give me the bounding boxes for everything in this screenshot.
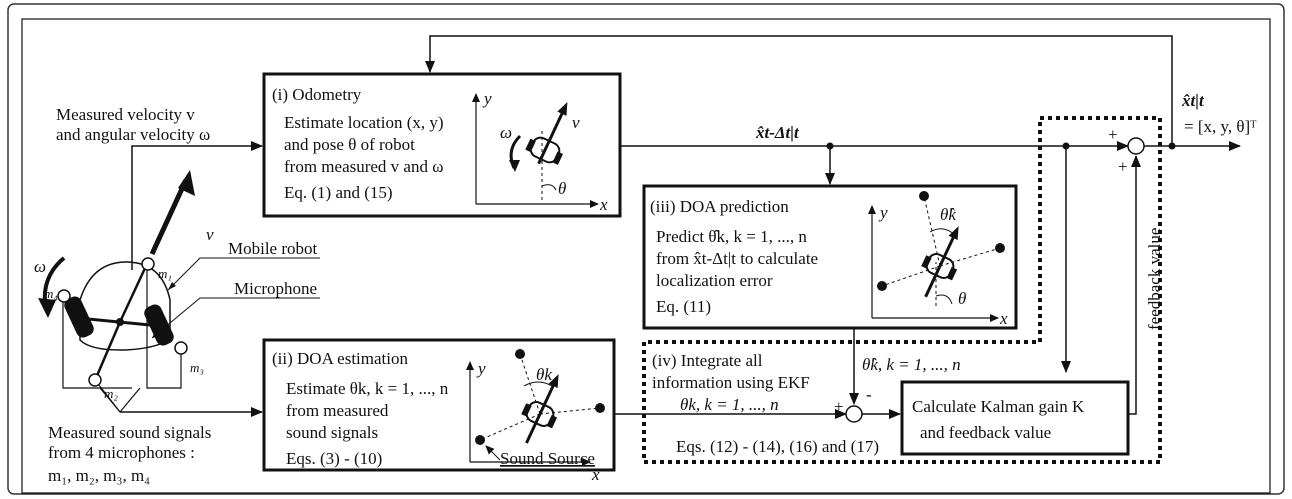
doa-prediction-theta-hat-k: θ̂k — [940, 205, 956, 224]
microphone-label: Microphone — [234, 279, 317, 298]
odometry-axis-y: y — [482, 89, 492, 108]
mobile-robot-label: Mobile robot — [228, 239, 318, 258]
feedback-loop-arrow — [425, 35, 1173, 146]
doa-estimation-line-4: Eqs. (3) - (10) — [286, 449, 382, 468]
doa-prediction-title: (iii) DOA prediction — [650, 197, 789, 216]
minus-sign: - — [866, 385, 872, 404]
odometry-v: v — [572, 113, 580, 132]
robot-omega-label: ω — [34, 257, 46, 276]
doa-estimation-theta-k: θk — [536, 365, 552, 384]
sound-label-3: m₁, m₂, m₃, m₄ — [48, 466, 150, 485]
feedback-up-arrow — [1128, 155, 1141, 415]
doa-estimation-axis-y: y — [476, 359, 486, 378]
mic-m2-label: m₂ — [104, 386, 118, 401]
velocity-arrow — [131, 141, 263, 270]
theta-hat-input-label: θ̂k, k = 1, ..., n — [862, 355, 961, 374]
kalman-box — [900, 380, 1130, 456]
sound-label-2: from 4 microphones : — [48, 443, 195, 462]
doa-estimation-line-1: Estimate θk, k = 1, ..., n — [286, 379, 449, 398]
integrate-eqs: Eqs. (12) - (14), (16) and (17) — [676, 437, 879, 456]
integrate-line-2: information using EKF — [652, 373, 810, 392]
doa-estimation-plot — [466, 349, 605, 466]
output-sum-junction — [1127, 137, 1145, 155]
doa-estimation-box — [262, 338, 616, 472]
odometry-axis-x: x — [599, 195, 608, 214]
doa-prediction-axis-x: x — [999, 309, 1008, 328]
sound-source-label: Sound Source — [500, 449, 595, 468]
doa-estimation-line-2: from measured — [286, 401, 389, 420]
odometry-omega: ω — [500, 123, 512, 142]
kalman-line-2: and feedback value — [920, 423, 1051, 442]
odometry-title: (i) Odometry — [272, 85, 362, 104]
output-eq-label: = [x, y, θ]ᵀ — [1184, 117, 1257, 136]
mobile-robot-drawing — [38, 170, 320, 417]
doa-prediction-axis-y: y — [878, 203, 888, 222]
difference-junction — [845, 405, 863, 423]
doa-estimation-axis-x: x — [591, 465, 600, 484]
inner-frame — [21, 18, 1271, 494]
doa-prediction-line-2: from x̂t-Δt|t to calculate — [656, 249, 818, 268]
robot-v-label: v — [206, 225, 214, 244]
doa-prediction-line-4: Eq. (11) — [656, 297, 711, 316]
odometry-line-1: Estimate location (x, y) — [284, 113, 444, 132]
velocity-label-2: and angular velocity ω — [56, 125, 210, 144]
kalman-line-1: Calculate Kalman gain K — [912, 397, 1085, 416]
odometry-box — [262, 72, 622, 218]
odometry-line-2: and pose θ of robot — [284, 135, 415, 154]
mic-m1-label: m₁ — [158, 266, 172, 281]
doa-prediction-plot — [868, 191, 1005, 322]
doa-estimation-line-3: sound signals — [286, 423, 378, 442]
odometry-theta: θ — [558, 179, 566, 198]
mic-m4-label: m₄ — [44, 286, 58, 301]
integrate-line-1: (iv) Integrate all — [652, 351, 763, 370]
doa-estimation-title: (ii) DOA estimation — [272, 349, 408, 368]
velocity-label-1: Measured velocity v — [56, 105, 195, 124]
odometry-line-4: Eq. (1) and (15) — [284, 183, 393, 202]
doa-prediction-theta: θ — [958, 289, 966, 308]
plus-sign-2: + — [1118, 157, 1128, 176]
output-x-label: x̂t|t — [1181, 91, 1205, 110]
x-pred-label: x̂t-Δt|t — [755, 123, 800, 142]
doa-prediction-line-3: localization error — [656, 271, 773, 290]
ekf-dashed-region — [642, 116, 1162, 464]
theta-k-input-label: θk, k = 1, ..., n — [680, 395, 779, 414]
plus-sign-3: + — [834, 397, 844, 416]
plus-sign-1: + — [1108, 125, 1118, 144]
outer-frame — [7, 3, 1285, 495]
doa-prediction-line-1: Predict θ̂k, k = 1, ..., n — [656, 227, 807, 246]
mic-m3-label: m₃ — [190, 360, 204, 375]
odometry-line-3: from measured v and ω — [284, 157, 443, 176]
doa-prediction-box — [642, 184, 1018, 330]
sound-label-1: Measured sound signals — [48, 423, 211, 442]
odometry-plot — [472, 93, 599, 208]
feedback-value-label: feedback value — [1145, 228, 1164, 330]
